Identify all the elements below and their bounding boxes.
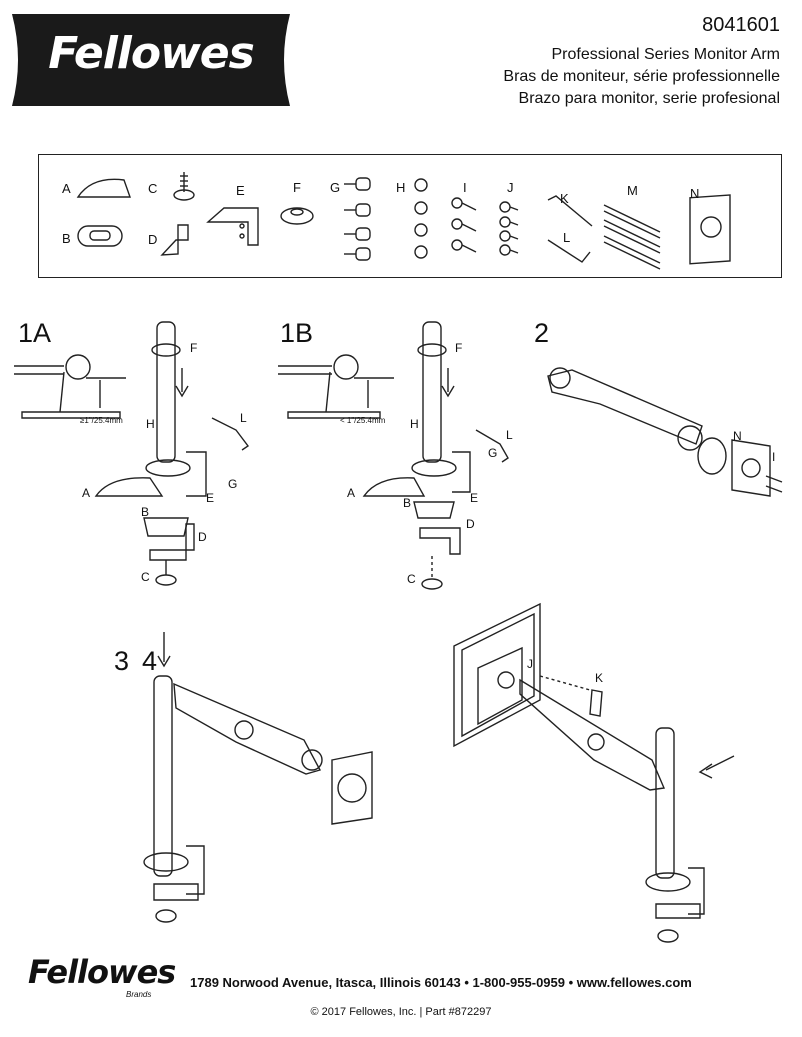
title-english: Professional Series Monitor Arm	[551, 46, 780, 63]
part-c-icon	[173, 172, 195, 201]
step-1a-illustration	[14, 321, 250, 586]
step-2-illustration	[547, 367, 783, 497]
callout-2-i: I	[772, 450, 776, 464]
part-l-icon	[547, 239, 591, 263]
callout-1a-a: A	[82, 486, 91, 500]
measurement-thick: ≥1"/25.4mm	[80, 416, 123, 425]
part-label-j: J	[507, 180, 514, 195]
step-3-4-illustration	[143, 632, 373, 923]
callout-1b-f: F	[455, 341, 463, 355]
part-number: 8041601	[702, 14, 780, 36]
parts-list-box	[38, 154, 782, 278]
part-label-m: M	[627, 183, 638, 198]
footer-brands: Brands	[126, 990, 152, 999]
part-label-a: A	[62, 181, 71, 196]
step-1a-label: 1A	[18, 318, 52, 348]
callout-1a-e: E	[206, 491, 215, 505]
part-n-icon	[689, 194, 731, 265]
callout-2-n: N	[733, 429, 742, 443]
part-h-icon	[414, 178, 428, 259]
callout-1a-c: C	[141, 570, 150, 584]
step-2-label: 2	[534, 318, 550, 348]
part-e-icon	[206, 207, 259, 246]
callout-1a-l: L	[240, 411, 247, 425]
callout-1b-c: C	[407, 572, 416, 586]
callout-1b-e: E	[470, 491, 479, 505]
part-label-n: N	[690, 186, 700, 201]
part-j-icon	[499, 201, 519, 256]
title-french: Bras de moniteur, série professionnelle	[503, 68, 780, 85]
callout-1b-g: G	[488, 446, 498, 460]
callout-4-k: K	[595, 671, 604, 685]
part-k-icon	[547, 195, 593, 227]
callout-1a-h: H	[146, 417, 155, 431]
parts-illustrations	[76, 172, 731, 270]
callout-1b-l: L	[506, 428, 513, 442]
part-a-icon	[76, 178, 131, 198]
part-d-icon	[160, 224, 189, 256]
callout-1b-b: B	[403, 496, 412, 510]
part-label-b: B	[62, 231, 71, 246]
fellowes-logo: Fellowes	[48, 28, 255, 79]
part-label-d: D	[148, 232, 158, 247]
part-m-icon	[603, 204, 661, 270]
measurement-thin: < 1"/25.4mm	[340, 416, 386, 425]
part-label-k: K	[560, 191, 569, 206]
step-3-label: 3	[114, 646, 130, 676]
logo-banner	[12, 14, 290, 106]
callout-1a-b: B	[141, 505, 150, 519]
callout-1a-d: D	[198, 530, 207, 544]
part-b-icon	[77, 225, 123, 247]
part-label-l: L	[563, 230, 571, 245]
part-g-icon	[344, 177, 371, 261]
callout-1b-d: D	[466, 517, 475, 531]
callout-1a-g: G	[228, 477, 238, 491]
step-1b-illustration	[278, 321, 509, 590]
part-label-e: E	[236, 183, 245, 198]
part-label-g: G	[330, 180, 341, 195]
callout-1a-f: F	[190, 341, 198, 355]
part-label-c: C	[148, 181, 158, 196]
monitor-illustration	[453, 602, 735, 943]
title-spanish: Brazo para monitor, serie profesional	[518, 90, 780, 107]
step-4-label: 4	[142, 646, 158, 676]
part-label-f: F	[293, 180, 301, 195]
callout-1b-h: H	[410, 417, 419, 431]
part-f-icon	[280, 207, 314, 225]
copyright: © 2017 Fellowes, Inc. | Part #872297	[310, 1006, 492, 1018]
footer-contact: 1789 Norwood Avenue, Itasca, Illinois 60…	[190, 975, 692, 990]
footer-logo: Fellowes	[28, 953, 176, 991]
callout-4-j: J	[527, 657, 533, 671]
part-label-h: H	[396, 180, 406, 195]
step-1b-label: 1B	[280, 318, 314, 348]
callout-1b-a: A	[347, 486, 356, 500]
part-i-icon	[451, 197, 477, 253]
part-label-i: I	[463, 180, 467, 195]
